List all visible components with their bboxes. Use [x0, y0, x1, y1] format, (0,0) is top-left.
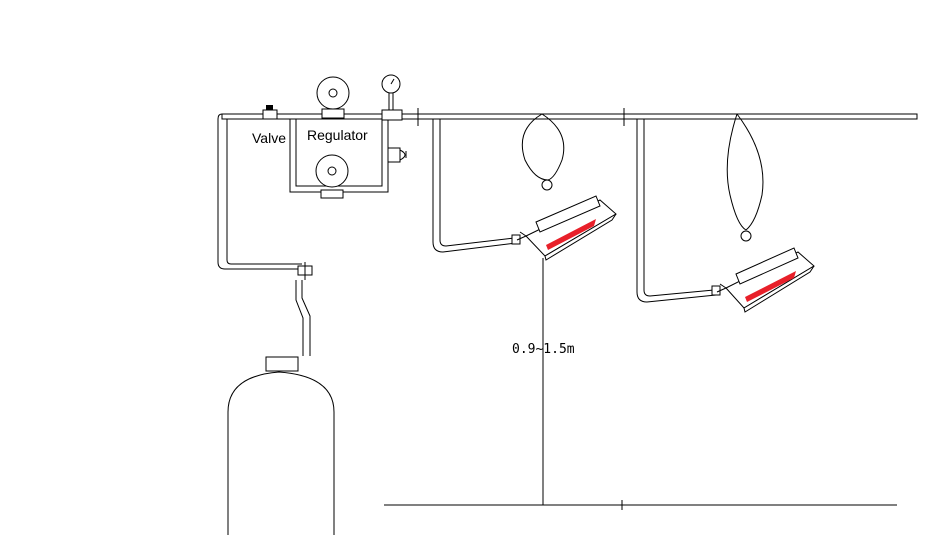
- heater-1-hanger: [521, 113, 565, 191]
- supply-pipe: [217, 113, 313, 356]
- heater-2: [716, 247, 815, 313]
- floor-line: [384, 500, 897, 510]
- valve-label: Valve: [252, 130, 286, 146]
- gas-cylinder: [227, 356, 335, 535]
- heater-1-element: [546, 219, 596, 250]
- regulator-assembly: [289, 74, 407, 199]
- heater-1-drop-pipe: [432, 119, 521, 253]
- main-gas-line: [221, 108, 918, 126]
- heater-1: [516, 195, 617, 261]
- regulator-label: Regulator: [307, 127, 368, 143]
- mount-height-label: 0.9~1.5m: [512, 342, 575, 357]
- valve-icon: [260, 105, 280, 120]
- heater-2-drop-pipe: [636, 119, 721, 303]
- heater-2-element: [745, 271, 796, 302]
- heater-2-hanger: [726, 113, 764, 242]
